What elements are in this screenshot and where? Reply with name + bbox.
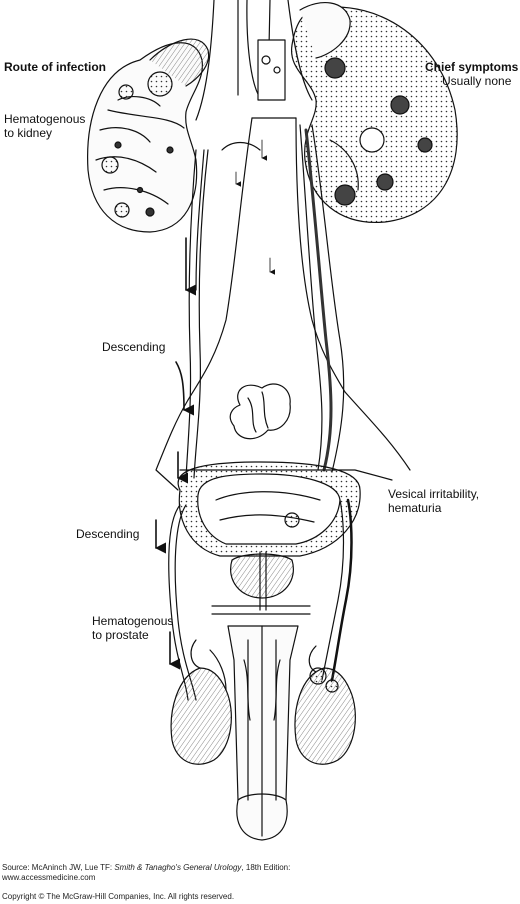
- arrow-ureter-descending: [175, 361, 195, 416]
- label-usually-none: Usually none: [442, 74, 512, 88]
- penis: [227, 625, 299, 841]
- label-hematogenous-kidney-1: Hematogenous: [4, 112, 86, 126]
- label-vesical-irritability: Vesical irritability,: [388, 487, 480, 501]
- flow-marks: [235, 139, 276, 275]
- route-arrows: [154, 237, 197, 670]
- bladder: [177, 461, 361, 557]
- left-testis: [170, 639, 232, 765]
- label-hematogenous-prostate-2: to prostate: [92, 628, 149, 642]
- source-website: www.accessmedicine.com: [2, 873, 96, 882]
- label-hematuria: hematuria: [388, 501, 442, 515]
- source-citation: Source: McAninch JW, Lue TF: Smith & Tan…: [2, 863, 290, 873]
- source-suffix: , 18th Edition:: [241, 863, 291, 872]
- label-descending-upper: Descending: [102, 340, 166, 354]
- right-testis: [294, 645, 356, 765]
- label-hematogenous-prostate-1: Hematogenous: [92, 614, 174, 628]
- source-prefix: Source: McAninch JW, Lue TF:: [2, 863, 115, 872]
- right-kidney: [291, 2, 458, 223]
- copyright-notice: Copyright © The McGraw-Hill Companies, I…: [2, 892, 235, 901]
- great-vessels: [187, 0, 346, 401]
- label-route-of-infection: Route of infection: [4, 60, 106, 74]
- prostate: [211, 551, 311, 615]
- seminal-vesicle: [229, 383, 291, 440]
- label-descending-lower: Descending: [76, 527, 140, 541]
- source-book-title: Smith & Tanagho's General Urology: [114, 863, 242, 872]
- left-ureter: [185, 149, 209, 479]
- label-hematogenous-kidney-2: to kidney: [4, 126, 53, 140]
- left-kidney: [87, 38, 210, 233]
- right-ureter: [299, 124, 345, 473]
- label-chief-symptoms: Chief symptoms: [425, 60, 519, 74]
